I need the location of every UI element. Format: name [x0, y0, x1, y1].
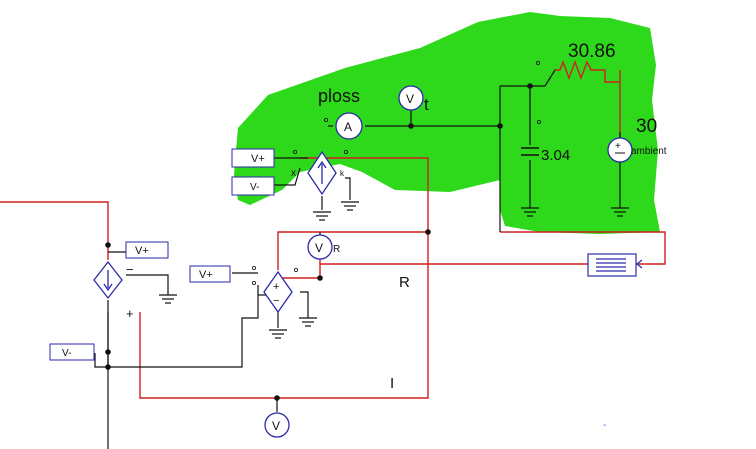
- svg-text:V-: V-: [62, 348, 71, 359]
- highlight-region: [234, 12, 660, 234]
- dc-source-ambient: +: [607, 137, 633, 163]
- label-dash: -: [603, 420, 606, 431]
- pin-vplus-mid: V+: [189, 265, 231, 283]
- sign-plus-left: +: [126, 306, 134, 321]
- voltmeter-bottom: V: [264, 412, 290, 438]
- svg-text:V-: V-: [250, 182, 259, 193]
- junction-dots: [105, 83, 533, 401]
- label-r: R: [399, 274, 410, 291]
- dependent-current-source-top: [307, 150, 337, 196]
- svg-text:V: V: [315, 241, 323, 255]
- voltmeter-R: V: [307, 234, 333, 260]
- sign-minus-left: −: [126, 262, 134, 277]
- label-source-value: 30: [636, 116, 657, 137]
- ground-symbols: [159, 201, 629, 339]
- svg-text:V+: V+: [135, 245, 149, 257]
- label-i: I: [390, 375, 394, 392]
- resistor: [555, 60, 620, 83]
- pin-vminus-top: V-: [231, 176, 275, 196]
- pin-vplus-top: V+: [231, 148, 275, 168]
- label-t: t: [424, 95, 429, 114]
- label-resistor-value: 30.86: [568, 41, 616, 62]
- label-ploss: ploss: [318, 86, 360, 106]
- svg-text:V: V: [272, 419, 280, 433]
- label-r-small: R: [333, 244, 340, 255]
- pin-vminus-left: V-: [49, 343, 95, 361]
- label-ambient: ambient: [631, 146, 667, 157]
- sign-plus-mid: +: [273, 281, 279, 293]
- pin-vplus-left: V+: [125, 241, 169, 259]
- svg-text:+: +: [615, 141, 621, 152]
- ammeter-ploss: A: [335, 112, 363, 140]
- svg-text:V+: V+: [199, 269, 213, 281]
- sign-minus-mid: −: [273, 295, 279, 307]
- label-capacitor-value: 3.04: [541, 147, 570, 164]
- svg-text:V+: V+: [251, 153, 265, 165]
- voltmeter-t: V: [398, 85, 424, 111]
- pin-markers: [251, 61, 542, 285]
- label-k: k: [340, 169, 345, 178]
- svg-text:A: A: [344, 120, 352, 134]
- input-arrow: [636, 259, 643, 269]
- dependent-voltage-source-mid: [263, 270, 293, 314]
- svg-text:V: V: [406, 92, 414, 106]
- dependent-current-source-left: [93, 260, 123, 300]
- label-x: x: [291, 168, 296, 179]
- display-block: [587, 253, 637, 277]
- capacitor: [521, 147, 539, 156]
